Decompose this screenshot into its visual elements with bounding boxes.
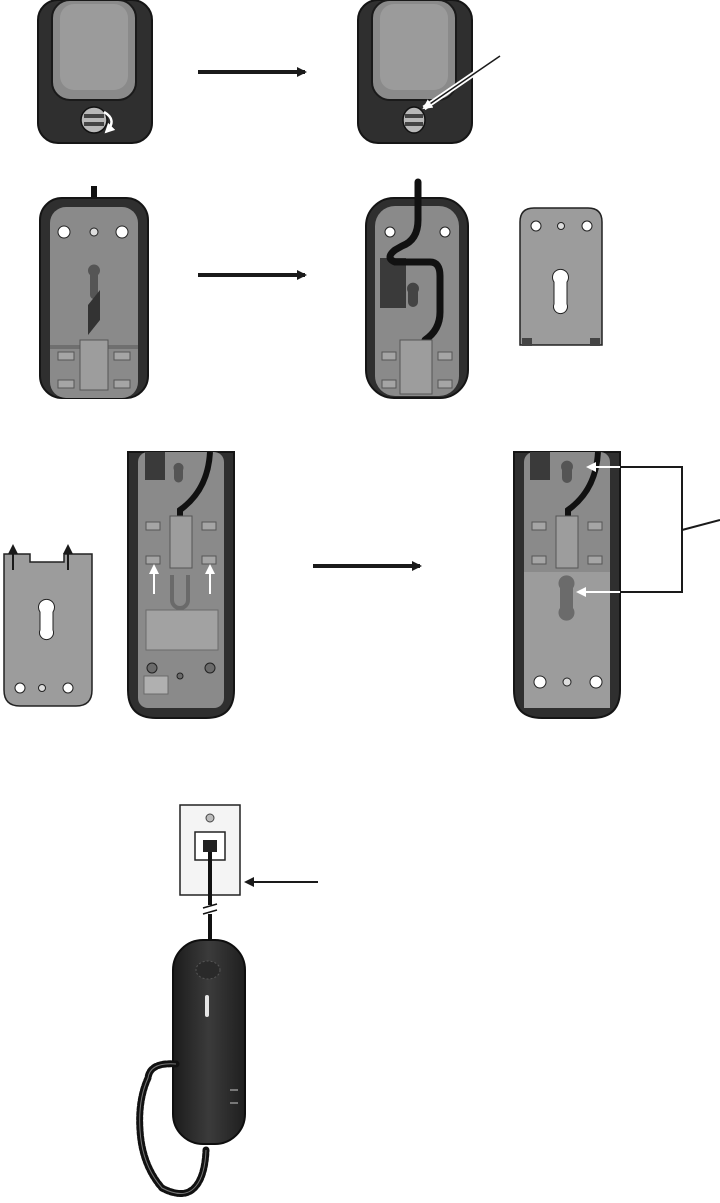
handset <box>173 940 245 1144</box>
wall-bracket <box>520 208 602 346</box>
step-1-base-before <box>38 0 152 143</box>
step-3-bracket <box>4 546 92 706</box>
step-2-cord-routing <box>366 182 468 398</box>
callout-leader-line <box>682 520 720 530</box>
step-3-base <box>128 452 234 718</box>
mounting-hole-bracket-line <box>620 467 682 592</box>
latch-rotated-icon <box>403 107 425 133</box>
step-1-base-after <box>358 0 500 143</box>
step-3-assembled <box>514 452 720 718</box>
bracket-keyhole-icon <box>553 269 569 313</box>
latch-icon <box>81 107 107 133</box>
step-2-base-back <box>40 186 148 398</box>
earpiece-icon <box>196 961 220 979</box>
hook-switch-indicator <box>205 995 209 1017</box>
